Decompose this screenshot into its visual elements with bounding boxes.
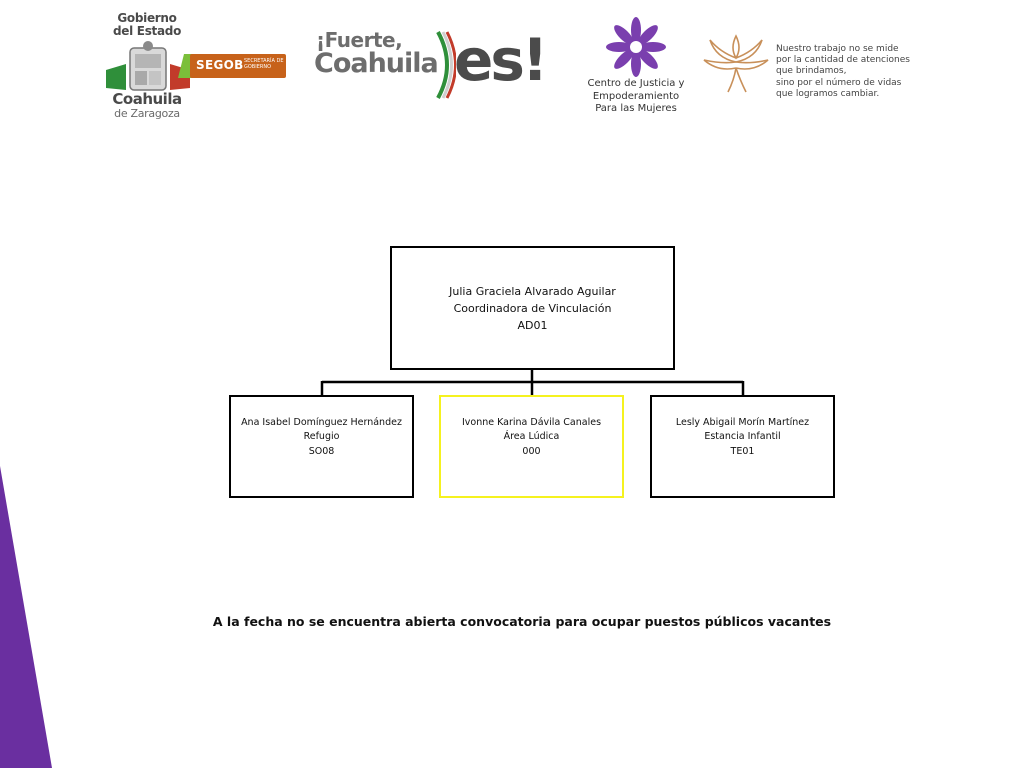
node-code: AD01 [517,318,548,332]
purple-flower-icon [606,17,666,77]
gobierno-line2: del Estado [112,24,182,38]
node-code: 000 [522,445,541,457]
org-node-refugio: Ana Isabel Domínguez Hernández Refugio S… [229,395,414,498]
node-role: Refugio [303,431,340,443]
lotus-figure-icon [703,34,769,93]
centro-line1: Centro de Justicia y [587,78,685,89]
lema-line3: que brindamos, [776,66,847,77]
node-code: TE01 [730,445,755,457]
node-role: Área Lúdica [503,431,560,443]
lema-line4: sino por el número de vidas [776,77,902,88]
coat-of-arms-icon [106,41,190,91]
node-name: Lesly Abigail Morín Martínez [675,416,810,428]
tricolor-arc-icon [436,31,456,99]
state-sub: de Zaragoza [114,107,180,120]
fuerte-line2: Coahuila [314,48,439,79]
fuerte-coahuila-logo: ¡Fuerte, Coahuila es! [314,28,554,104]
segob-badge: SEGOB SECRETARÍA DE GOBIERNO [190,54,286,78]
segob-sub: SECRETARÍA DE GOBIERNO [244,58,284,70]
gobierno-line1: Gobierno [117,11,177,25]
org-node-estancia-infantil: Lesly Abigail Morín Martínez Estancia In… [650,395,835,498]
lema-line5: que logramos cambiar. [776,88,880,99]
state-name: Coahuila [112,90,182,108]
org-node-area-ludica: Ivonne Karina Dávila Canales Área Lúdica… [439,395,624,498]
node-name: Ivonne Karina Dávila Canales [461,416,602,428]
lema-line2: por la cantidad de atenciones [776,55,910,66]
fuerte-es: es! [454,26,548,94]
centro-justicia-logo: Centro de Justicia y Empoderamiento Para… [584,16,688,120]
org-node-coordinadora: Julia Graciela Alvarado Aguilar Coordina… [390,246,675,370]
node-name: Julia Graciela Alvarado Aguilar [449,284,616,298]
node-role: Estancia Infantil [704,431,781,443]
vacancy-notice: A la fecha no se encuentra abierta convo… [212,614,832,629]
node-role: Coordinadora de Vinculación [453,301,612,315]
node-name: Ana Isabel Domínguez Hernández [241,416,402,428]
lema-logo: Nuestro trabajo no se mide por la cantid… [700,30,920,100]
node-code: SO08 [308,445,335,457]
gobierno-coahuila-logo: Gobierno del Estado Coahuila de Zaragoza… [104,10,288,122]
fuerte-line1: ¡Fuerte, [316,28,403,52]
lema-text: Nuestro trabajo no se mide por la cantid… [776,44,922,100]
segob-label: SEGOB [196,58,244,72]
centro-line3: Para las Mujeres [595,103,677,114]
centro-name: Centro de Justicia y Empoderamiento Para… [584,78,688,116]
lema-line1: Nuestro trabajo no se mide [776,44,899,54]
centro-line2: Empoderamiento [592,90,680,102]
